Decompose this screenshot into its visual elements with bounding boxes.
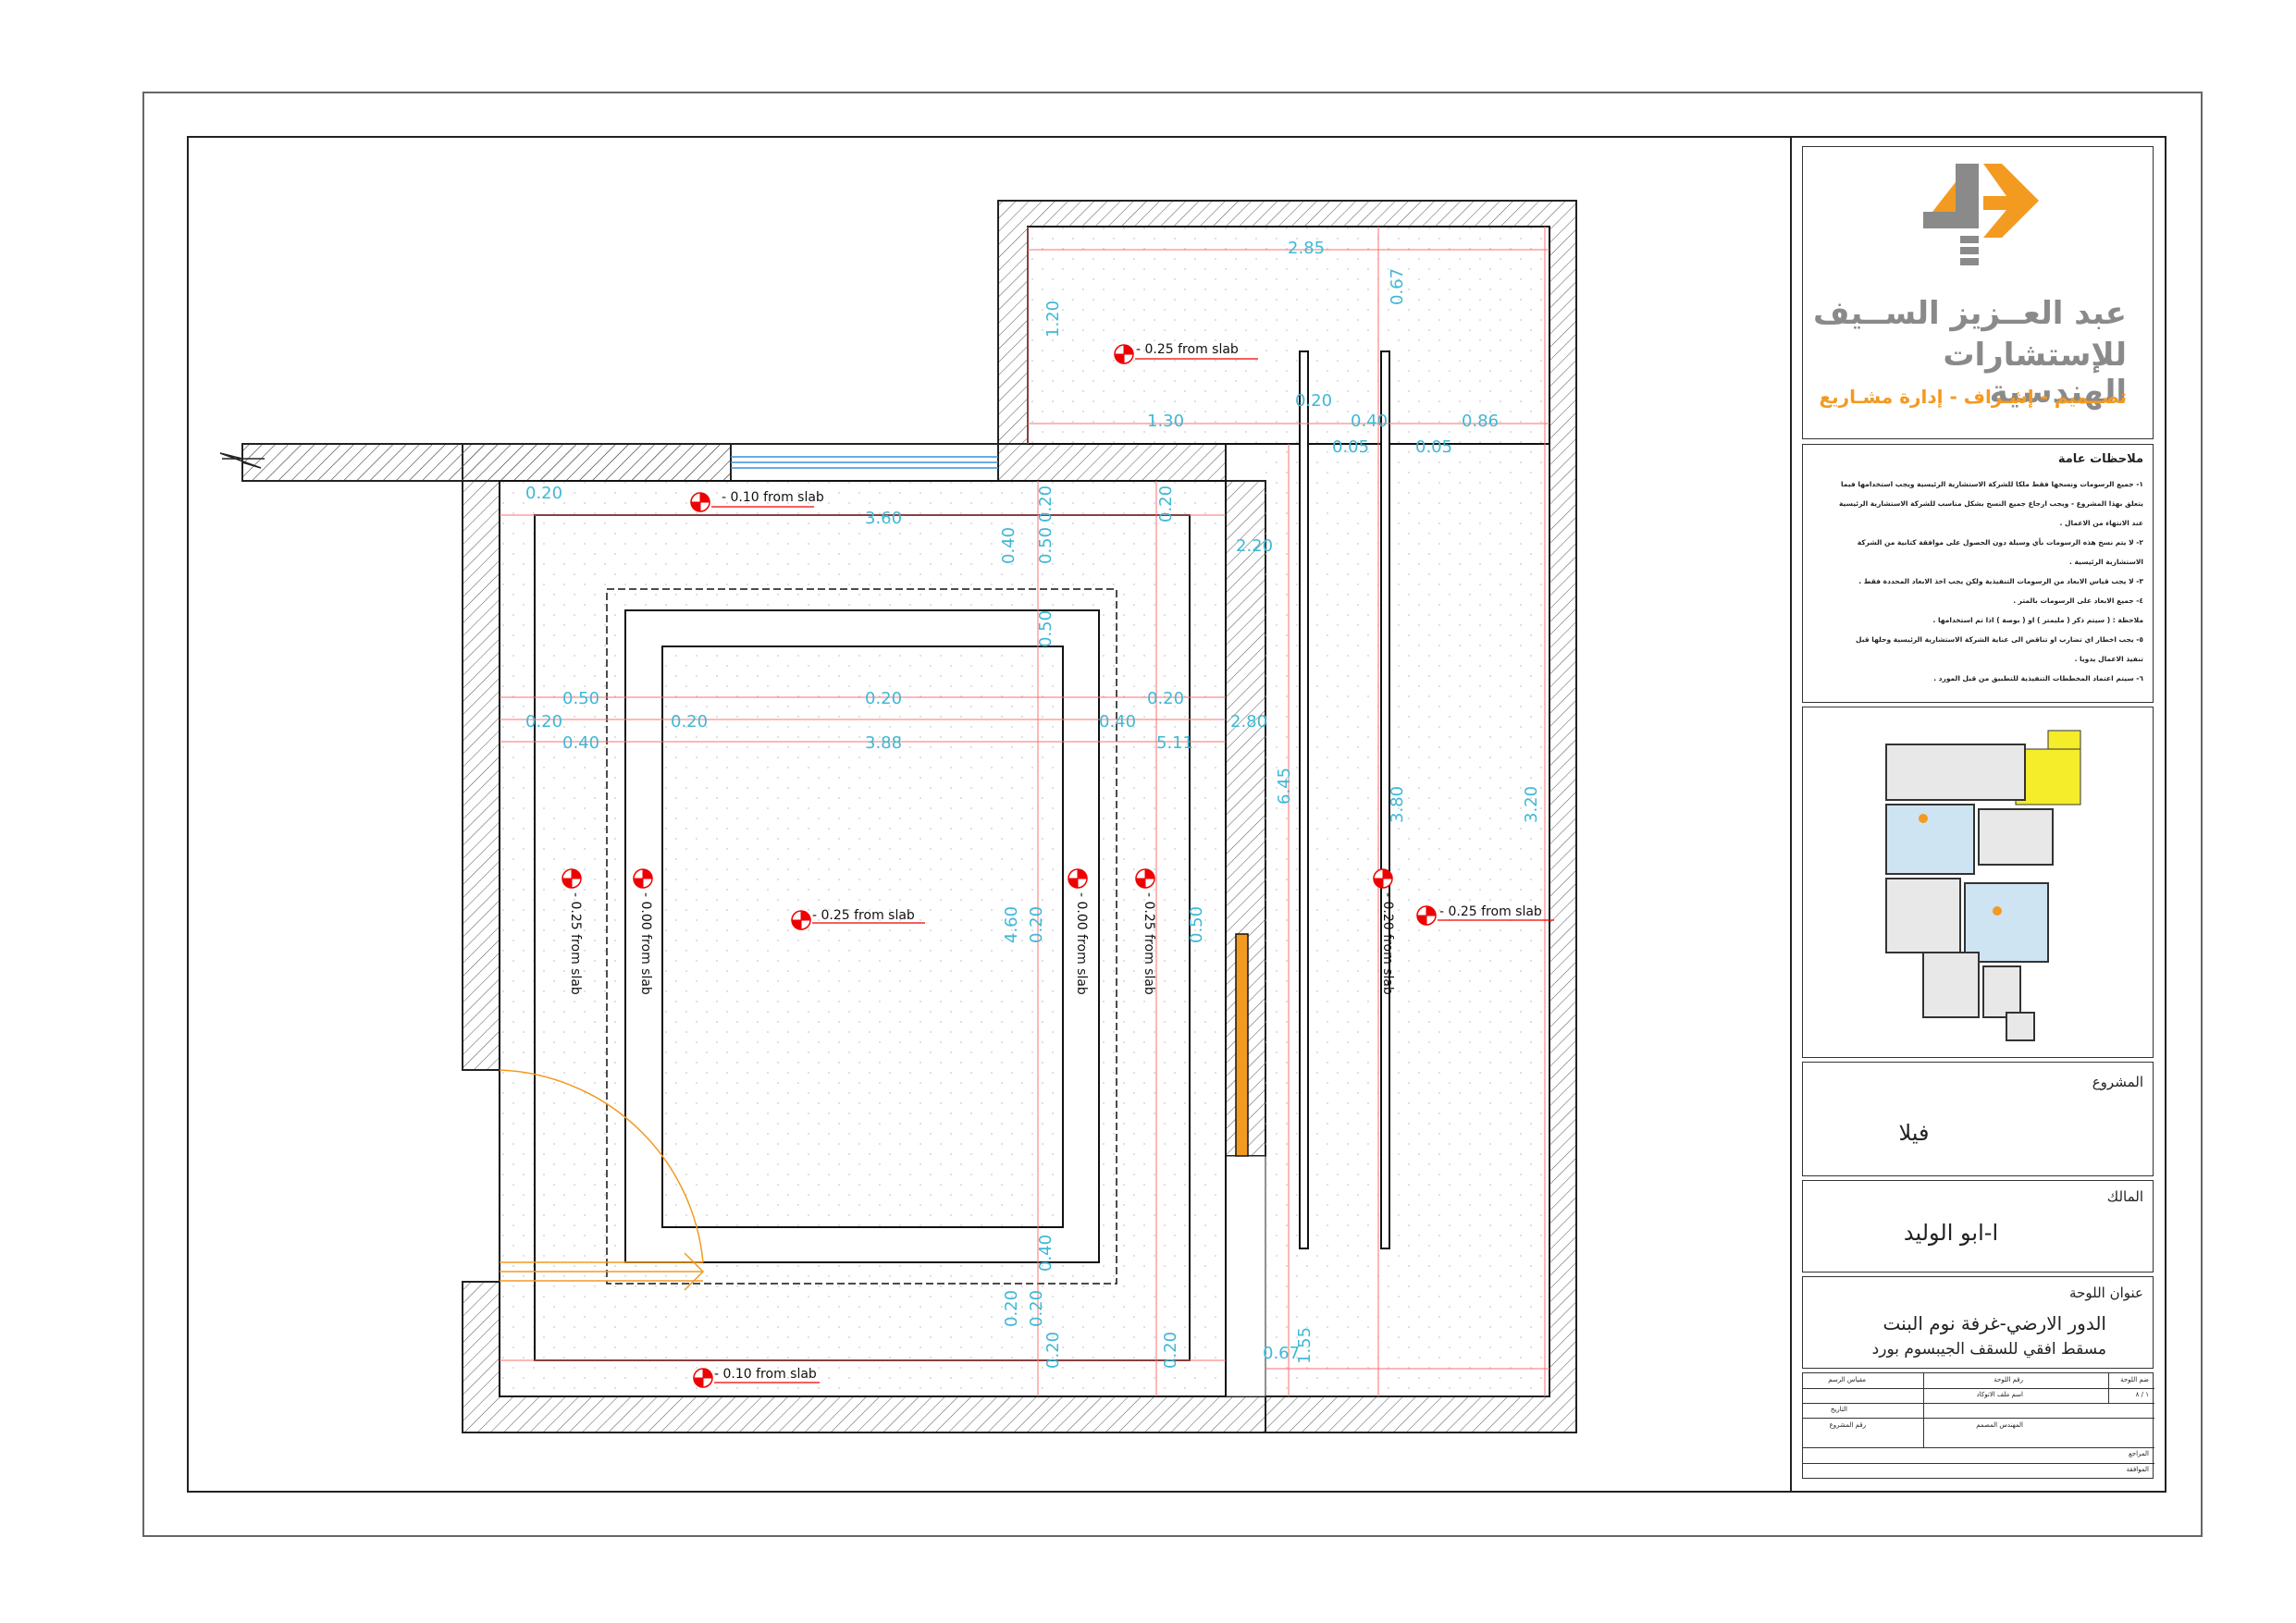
inner-frame [187,136,2166,1493]
dimension-label: 2.85 [1288,239,1326,258]
dimension-label: 0.50 [1036,609,1055,647]
level-label: - 0.25 from slab [1142,892,1156,995]
dimension-label: 0.67 [1388,267,1407,305]
owner-value: ا-ابو الوليد [1903,1220,1999,1246]
info-scale: مقياس الرسم [1828,1376,1866,1383]
owner-label: المالك [2106,1188,2143,1205]
dimension-label: 1.20 [1043,300,1063,338]
key-plan-image [1885,730,2081,1041]
key-plan-panel [1802,707,2154,1058]
info-designer: المهندس المصمم [1976,1421,2023,1429]
logo-panel: عبد العــزيز الســيف للإستشارات الهندسية… [1802,146,2154,439]
dimension-label: 3.80 [1388,785,1407,823]
dimension-label: 0.40 [999,526,1018,564]
dimension-label: 0.20 [865,689,903,708]
info-table: مقياس الرسم رقم اللوحة ضم اللوحة اسم ملف… [1802,1372,2154,1479]
notes-title: ملاحظات عامة [2057,452,2143,466]
dimension-label: 0.20 [1043,1331,1063,1369]
level-label: - 0.10 from slab [714,1367,817,1382]
dimension-label: 0.40 [562,733,600,753]
owner-panel: المالك ا-ابو الوليد [1802,1180,2154,1273]
dimension-label: 0.20 [1161,1331,1180,1369]
dimension-label: 0.20 [1156,485,1176,523]
level-label: - 0.25 from slab [1439,904,1542,919]
company-logo-icon [1923,164,2039,265]
note-line: ٥- يجب اخطار اي تضارب او تناقض الى عناية… [1856,635,2143,644]
company-tagline: تصــميم - إشـراف - إدارة مشـاريع [1819,386,2127,408]
sheet-title-line2: مسقط افقي للسقف الجيبسوم بورد [1871,1340,2106,1359]
level-label: - 0.20 from slab [1380,892,1395,995]
dimension-label: 0.05 [1332,437,1370,457]
note-line: تنفيذ الاعمال يدويا . [2074,655,2143,663]
dimension-label: 0.50 [1187,905,1206,943]
project-panel: المشروع فيلا [1802,1062,2154,1176]
dimension-label: 0.20 [525,484,563,503]
outer-frame [142,92,2203,1537]
dimension-label: 0.20 [1002,1289,1021,1327]
dimension-label: 3.20 [1522,785,1541,823]
level-label: - 0.25 from slab [1136,342,1239,357]
dimension-label: 0.20 [1027,1289,1046,1327]
dimension-label: 0.20 [1147,689,1185,708]
dimension-label: 0.20 [1027,905,1046,943]
note-line: ١- جميع الرسومات ونسخها فقط ملكا للشركة … [1840,480,2143,488]
note-line: الاستشارية الرئيسية . [2069,558,2143,566]
dimension-label: 0.05 [1415,437,1453,457]
sheet-label: عنوان اللوحة [2069,1285,2143,1301]
dimension-label: 0.40 [1351,412,1389,431]
dimension-label: 0.40 [1099,712,1137,732]
dimension-label: 3.60 [865,509,903,528]
level-label: - 0.00 from slab [638,892,653,995]
sheet-title-panel: عنوان اللوحة الدور الارضي-غرفة نوم البنت… [1802,1276,2154,1369]
dimension-label: 1.55 [1295,1326,1315,1364]
note-line: ٦- سيتم اعتماد المخططات التنفيذية للتطبي… [1933,674,2143,682]
level-label: - 0.25 from slab [812,908,915,923]
dimension-label: 0.20 [1036,485,1055,523]
info-cad-file: اسم ملف الاتوكاد [1976,1391,2023,1398]
info-reviewer: المراجع [2129,1450,2149,1457]
company-name-line2: للإستشارات الهندسية [1943,337,2127,411]
level-label: - 0.10 from slab [722,490,824,505]
note-line: عند الانتهاء من الاعمال . [2059,519,2143,527]
project-label: المشروع [2092,1074,2143,1090]
dimension-label: 0.20 [525,712,563,732]
dimension-label: 0.20 [1295,391,1333,411]
note-line: يتعلق بهذا المشروع - ويجب ارجاع جميع الن… [1838,499,2143,508]
dimension-label: 0.50 [1036,526,1055,564]
dimension-label: 2.20 [1236,536,1274,556]
level-label: - 0.25 from slab [568,892,583,995]
note-line: ٤- جميع الابعاد على الرسومات بالمتر . [2013,596,2143,605]
dimension-label: 1.30 [1147,412,1185,431]
company-name-line1: عبد العــزيز الســيف [1813,295,2127,332]
project-value: فيلا [1898,1120,1930,1146]
dimension-label: 3.88 [865,733,903,753]
dimension-label: 4.60 [1002,905,1021,943]
notes-panel: ملاحظات عامة ١- جميع الرسومات ونسخها فقط… [1802,444,2154,703]
note-line: ٢- لا يتم نسخ هذه الرسومات بأي وسيلة دون… [1857,538,2143,547]
level-label: - 0.00 from slab [1074,892,1089,995]
dimension-label: 2.80 [1230,712,1268,732]
dimension-label: 0.86 [1462,412,1500,431]
dimension-label: 6.45 [1275,767,1294,805]
dimension-label: 5.11 [1156,733,1194,753]
dimension-label: 0.67 [1263,1344,1301,1363]
info-project-no: رقم المشروع [1829,1421,1866,1429]
dimension-label: 0.20 [671,712,709,732]
note-line: ٣- لا يجب قياس الابعاد من الرسومات التنف… [1858,577,2143,585]
info-sheet-of: ١ / ٨ [2135,1391,2149,1398]
note-line: ملاحظة : ( سيتم ذكر ( مليمتر ) او ( بوصة… [1932,616,2144,624]
title-block: عبد العــزيز الســيف للإستشارات الهندسية… [1802,146,2154,1482]
dimension-label: 0.50 [562,689,600,708]
sheet-title-line1: الدور الارضي-غرفة نوم البنت [1882,1312,2106,1334]
dimension-label: 0.40 [1036,1234,1055,1272]
info-date: التاريخ [1830,1406,1847,1413]
info-approval: الموافقة [2126,1466,2149,1473]
info-sheet-no: رقم اللوحة [1994,1376,2023,1383]
info-sheet-count: ضم اللوحة [2120,1376,2149,1383]
